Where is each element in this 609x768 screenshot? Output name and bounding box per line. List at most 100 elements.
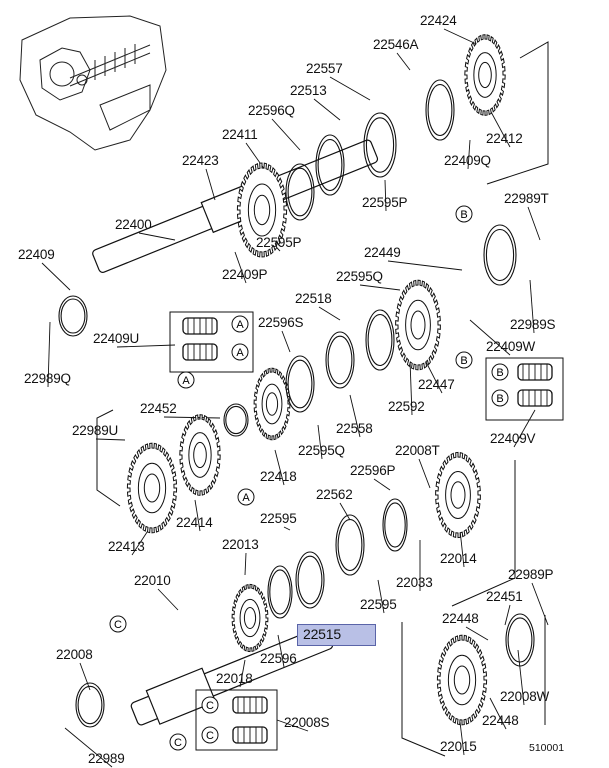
leader-22592 — [409, 359, 413, 416]
part-label-22595p: 22595P — [256, 235, 302, 250]
leader-22409w — [469, 319, 511, 356]
part-label-22546a: 22546A — [373, 37, 419, 52]
ring-22562 — [335, 514, 365, 576]
leader-22409p — [234, 251, 247, 284]
bearing-22008 — [75, 682, 105, 728]
box-22008s — [195, 689, 278, 751]
callout-circle-c-11 — [201, 726, 219, 744]
part-label-22596p: 22596P — [350, 463, 396, 478]
part-label-22414: 22414 — [176, 515, 213, 530]
part-label-22033: 22033 — [396, 575, 433, 590]
leader-22412 — [489, 109, 511, 148]
part-label-22409p: 22409P — [222, 267, 268, 282]
ring-22557 — [363, 112, 397, 178]
part-label-22008s: 22008S — [284, 715, 330, 730]
part-label-22409w: 22409W — [486, 339, 536, 354]
part-label-22595q: 22595Q — [298, 443, 345, 458]
ring-22596s — [285, 355, 315, 413]
part-label-22592: 22592 — [388, 399, 425, 414]
leader-22409u — [116, 344, 176, 348]
leader-22989t — [527, 206, 541, 241]
part-label-22513: 22513 — [290, 83, 327, 98]
part-label-22595: 22595 — [360, 597, 397, 612]
part-label-22596q: 22596Q — [248, 103, 295, 118]
callout-letter-a-2: A — [182, 375, 190, 387]
callout-circle-b-4 — [455, 205, 473, 223]
gear-22412 — [464, 34, 506, 116]
callout-letter-b-7: B — [496, 393, 503, 405]
part-label-22989q: 22989Q — [24, 371, 71, 386]
callout-circle-a-3 — [237, 488, 255, 506]
part-label-22989s: 22989S — [510, 317, 556, 332]
leader-22008 — [79, 662, 91, 691]
part-label-22008w: 22008W — [500, 689, 550, 704]
parts-layer — [58, 34, 535, 728]
callout-letter-a-1: A — [236, 347, 244, 359]
part-label-22448: 22448 — [482, 713, 519, 728]
leader-22414 — [194, 499, 201, 532]
part-label-22018: 22018 — [216, 671, 253, 686]
leader-22447 — [424, 359, 443, 394]
part-label-22596s: 22596S — [258, 315, 304, 330]
ring-22596q — [285, 163, 315, 221]
gear-22413 — [126, 442, 178, 534]
part-label-22008t: 22008T — [395, 443, 440, 458]
callout-circle-c-10 — [201, 696, 219, 714]
part-label-22013: 22013 — [222, 537, 259, 552]
gear-22447 — [395, 279, 441, 371]
gear-22418 — [253, 367, 291, 441]
leader-22595 — [377, 579, 385, 614]
part-label-22989: 22989 — [88, 751, 125, 766]
leader-22562 — [339, 502, 351, 521]
leader-22518 — [318, 306, 341, 321]
shaft-drawings — [92, 139, 379, 726]
collar-22452 — [223, 403, 249, 437]
callout-letter-c-9: C — [174, 737, 182, 749]
housing-inset-drawing — [19, 15, 167, 151]
ring-22596p — [382, 498, 408, 552]
leader-22546a — [396, 52, 411, 71]
callout-circle-b-7 — [491, 389, 509, 407]
leader-22596q — [271, 118, 301, 151]
callout-letter-a-3: A — [242, 492, 250, 504]
part-label-22595: 22595 — [260, 511, 297, 526]
part-label-22989u: 22989U — [72, 423, 119, 438]
ring-22513 — [315, 134, 345, 196]
callout-circle-c-9 — [169, 733, 187, 751]
leader-22513 — [313, 98, 341, 121]
callout-letter-c-11: C — [206, 730, 214, 742]
part-label-22010: 22010 — [134, 573, 171, 588]
leader-22595 — [283, 526, 291, 531]
leader-22595p — [384, 179, 387, 212]
bearing-22409 — [58, 295, 88, 337]
leader-22448 — [465, 626, 489, 641]
leader-22423 — [205, 168, 216, 201]
leader-22595q — [359, 284, 401, 291]
callout-letter-b-4: B — [460, 209, 467, 221]
part-label-22409u: 22409U — [93, 331, 140, 346]
part-label-22413: 22413 — [108, 539, 145, 554]
part-label-22400: 22400 — [115, 217, 152, 232]
ring-22596 — [267, 565, 293, 619]
leader-22409v — [513, 409, 536, 448]
part-label-22409q: 22409Q — [444, 153, 491, 168]
leader-22989 — [64, 727, 113, 768]
callout-letter-b-5: B — [460, 355, 467, 367]
box-22409u — [169, 311, 254, 373]
leader-22451 — [504, 604, 511, 626]
part-label-22595q: 22595Q — [336, 269, 383, 284]
part-label-22557: 22557 — [306, 61, 343, 76]
part-label-22423: 22423 — [182, 153, 219, 168]
part-label-22447: 22447 — [418, 377, 455, 392]
leader-22418 — [274, 449, 285, 486]
leader-22015 — [459, 721, 465, 756]
part-label-22008: 22008 — [56, 647, 93, 662]
gear-22411 — [236, 162, 288, 258]
leader-22558 — [349, 394, 361, 438]
leader-22018 — [239, 659, 246, 688]
part-label-22451: 22451 — [486, 589, 523, 604]
leader-22449 — [387, 260, 463, 271]
ring-22558 — [365, 309, 395, 371]
